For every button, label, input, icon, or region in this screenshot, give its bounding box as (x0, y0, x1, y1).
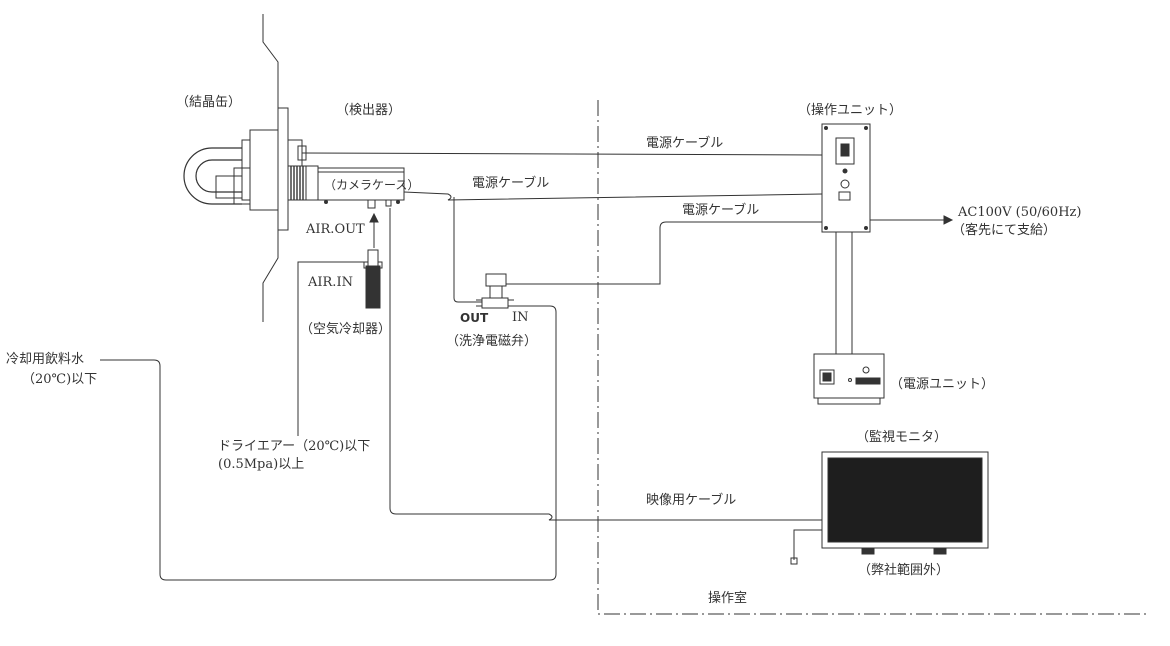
monitor-label: （監視モニタ） (856, 430, 948, 445)
air-in-label: AIR.IN (308, 275, 353, 290)
video-cable-label: 映像用ケーブル (646, 493, 737, 508)
cooling-water-temp-label: （20℃)以下 (22, 372, 98, 387)
power-unit-label: （電源ユニット） (890, 377, 995, 392)
power-cable-label-2: 電源ケーブル (472, 176, 550, 191)
power-cable-label-3: 電源ケーブル (682, 203, 760, 218)
valve-out-label: OUT (460, 311, 489, 325)
ac-supply-note-label: （客先にて支給） (952, 223, 1057, 238)
valve-in-label: IN (512, 310, 529, 325)
detector-assembly (183, 107, 319, 231)
camera-case (317, 167, 405, 209)
dry-air-pressure-label: (0.5Mpa)以上 (218, 457, 305, 472)
air-out-label: AIR.OUT (306, 222, 365, 237)
operation-unit (821, 123, 871, 233)
detector-label: （検出器） (336, 103, 402, 118)
air-cooler-label: （空気冷却器） (300, 322, 392, 337)
out-of-scope-label: （弊社範囲外） (858, 563, 950, 578)
camera-case-label: （カメラケース） (324, 178, 420, 192)
ac-supply-label: AC100V (50/60Hz) (958, 205, 1082, 220)
air-cooler (363, 249, 383, 309)
cooling-water-label: 冷却用飲料水 (6, 352, 85, 367)
crystallizer-wall (262, 14, 279, 322)
surveillance-monitor (790, 451, 989, 565)
dry-air-label: ドライエアー（20℃)以下 (218, 439, 371, 454)
operation-unit-label: （操作ユニット） (798, 103, 903, 118)
power-unit (813, 353, 885, 405)
wash-solenoid-valve (476, 273, 514, 309)
power-cable-label-1: 電源ケーブル (646, 136, 724, 151)
control-room-label: 操作室 (708, 591, 748, 606)
crystallizer-label: （結晶缶） (176, 95, 242, 110)
wash-valve-label: （洗浄電磁弁） (446, 334, 538, 349)
